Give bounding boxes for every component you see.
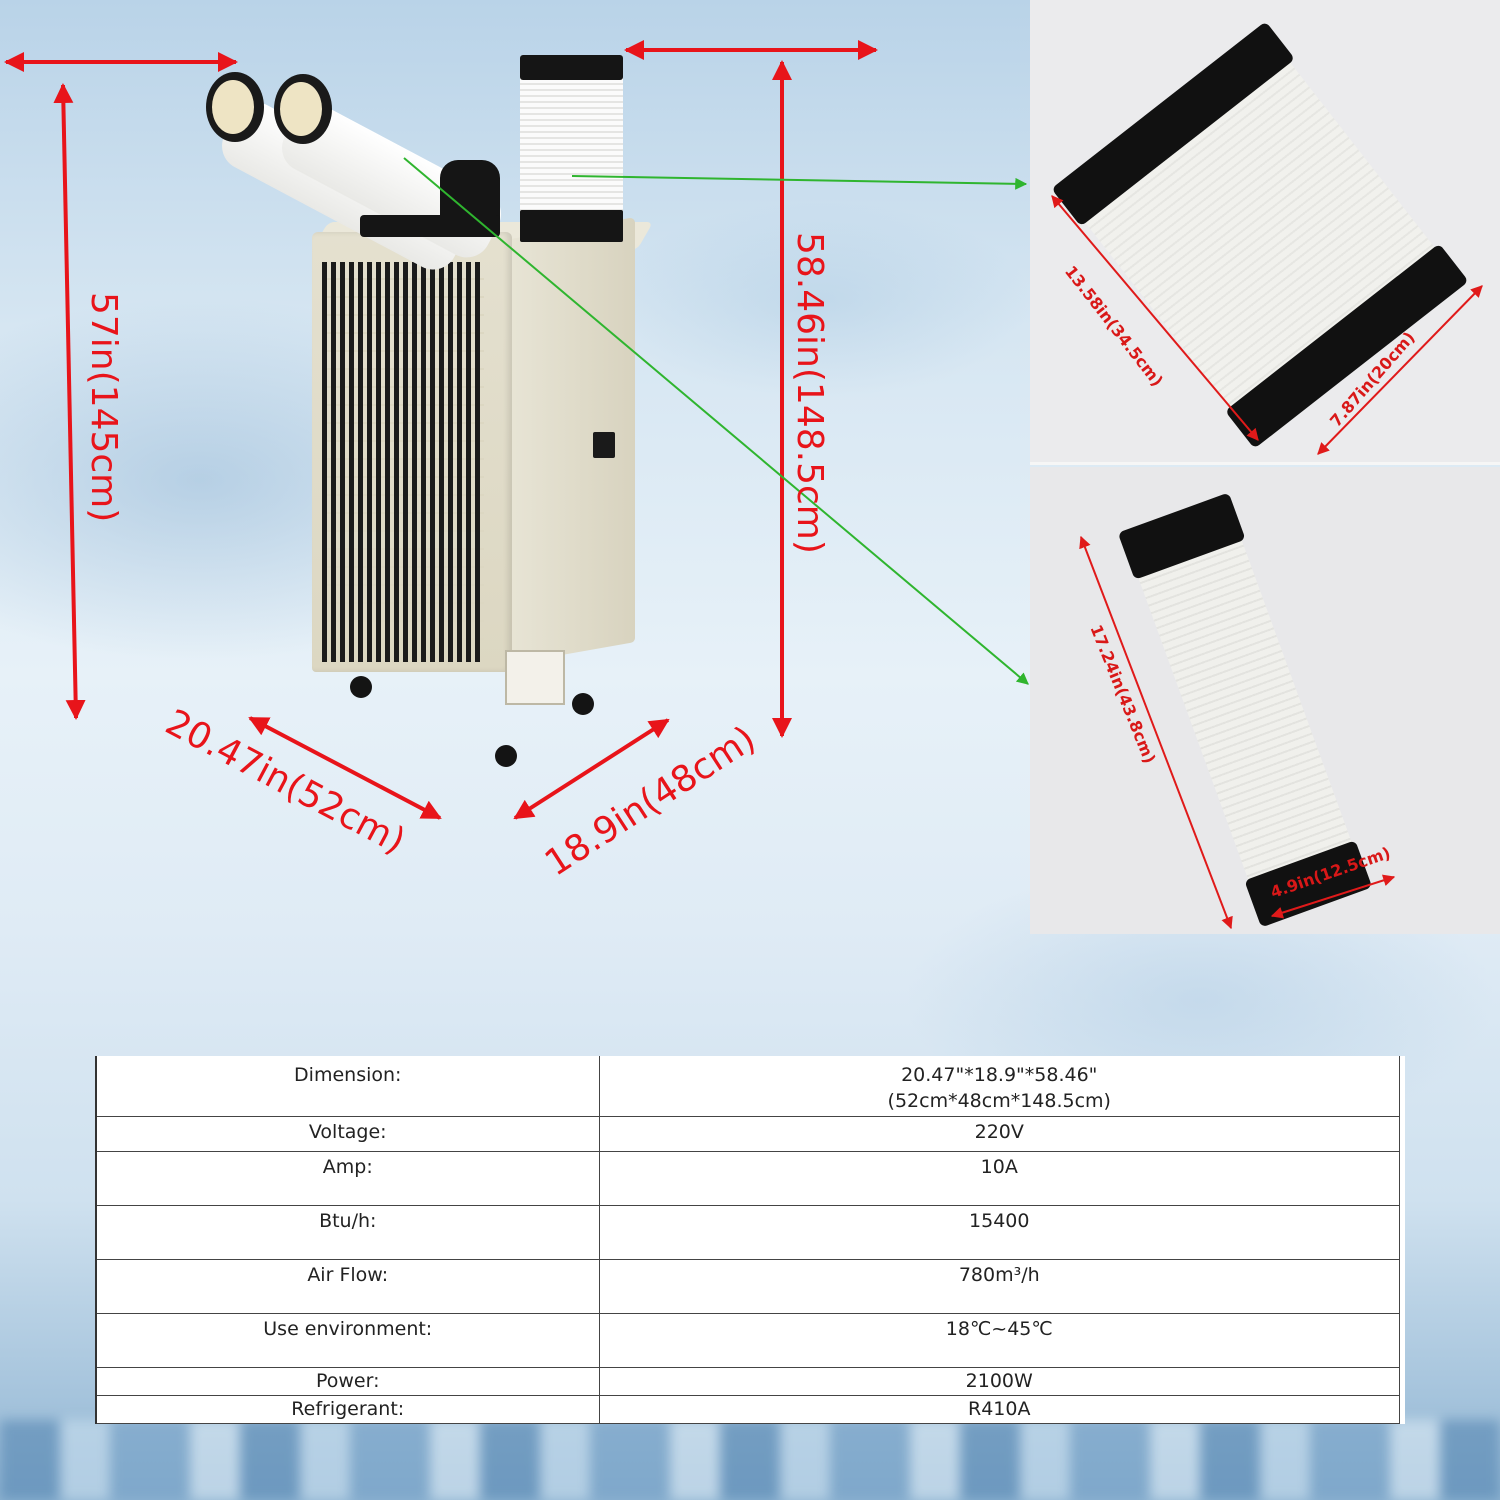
duct-mount-base (360, 215, 500, 237)
spec-label: Use environment: (95, 1312, 600, 1368)
caster-wheel (350, 676, 372, 698)
spec-value: 2100W (598, 1366, 1400, 1396)
unit-side-panel (505, 217, 635, 665)
spec-value-line: 20.47"*18.9"*58.46" (901, 1064, 1098, 1086)
table-row: Power: 2100W (95, 1366, 1400, 1396)
duct-height-label: 58.46in(148.5cm) (789, 232, 830, 554)
table-row: Dimension: 20.47"*18.9"*58.46" (52cm*48c… (95, 1056, 1400, 1117)
spec-label: Air Flow: (95, 1258, 600, 1314)
spec-value-line: (52cm*48cm*148.5cm) (887, 1090, 1111, 1112)
spec-value: 10A (598, 1150, 1400, 1206)
side-handle (593, 432, 615, 458)
spec-label: Refrigerant: (95, 1394, 600, 1424)
spec-value: 780m³/h (598, 1258, 1400, 1314)
duct-nozzle-right-opening (280, 82, 322, 136)
table-row: Btu/h: 15400 (95, 1204, 1400, 1260)
exhaust-duct-bottom-ring (520, 210, 623, 242)
spec-label: Amp: (95, 1150, 600, 1206)
caster-wheel (495, 745, 517, 767)
spec-value: 20.47"*18.9"*58.46" (52cm*48cm*148.5cm) (598, 1056, 1400, 1117)
spec-table-container: Dimension: 20.47"*18.9"*58.46" (52cm*48c… (95, 1056, 1405, 1424)
spec-label: Voltage: (95, 1115, 600, 1152)
caster-wheel (572, 693, 594, 715)
spec-label: Power: (95, 1366, 600, 1396)
table-row: Voltage: 220V (95, 1115, 1400, 1152)
spec-value: 15400 (598, 1204, 1400, 1260)
table-row: Refrigerant: R410A (95, 1394, 1400, 1424)
spec-value: R410A (598, 1394, 1400, 1424)
table-row: Use environment: 18℃~45℃ (95, 1312, 1400, 1368)
duct-nozzle-left-opening (212, 80, 254, 134)
spec-value: 220V (598, 1115, 1400, 1152)
table-row: Amp: 10A (95, 1150, 1400, 1206)
product-photo (0, 0, 1030, 940)
drain-port (505, 650, 565, 705)
table-row: Air Flow: 780m³/h (95, 1258, 1400, 1314)
exhaust-duct-top-ring (520, 55, 623, 80)
background-streaks (0, 1420, 1500, 1500)
spec-table: Dimension: 20.47"*18.9"*58.46" (52cm*48c… (95, 1056, 1400, 1424)
spec-value: 18℃~45℃ (598, 1312, 1400, 1368)
spec-label: Btu/h: (95, 1204, 600, 1260)
height-label: 57in(145cm) (83, 292, 124, 523)
spec-label: Dimension: (95, 1056, 600, 1117)
air-intake-grille (322, 262, 484, 662)
